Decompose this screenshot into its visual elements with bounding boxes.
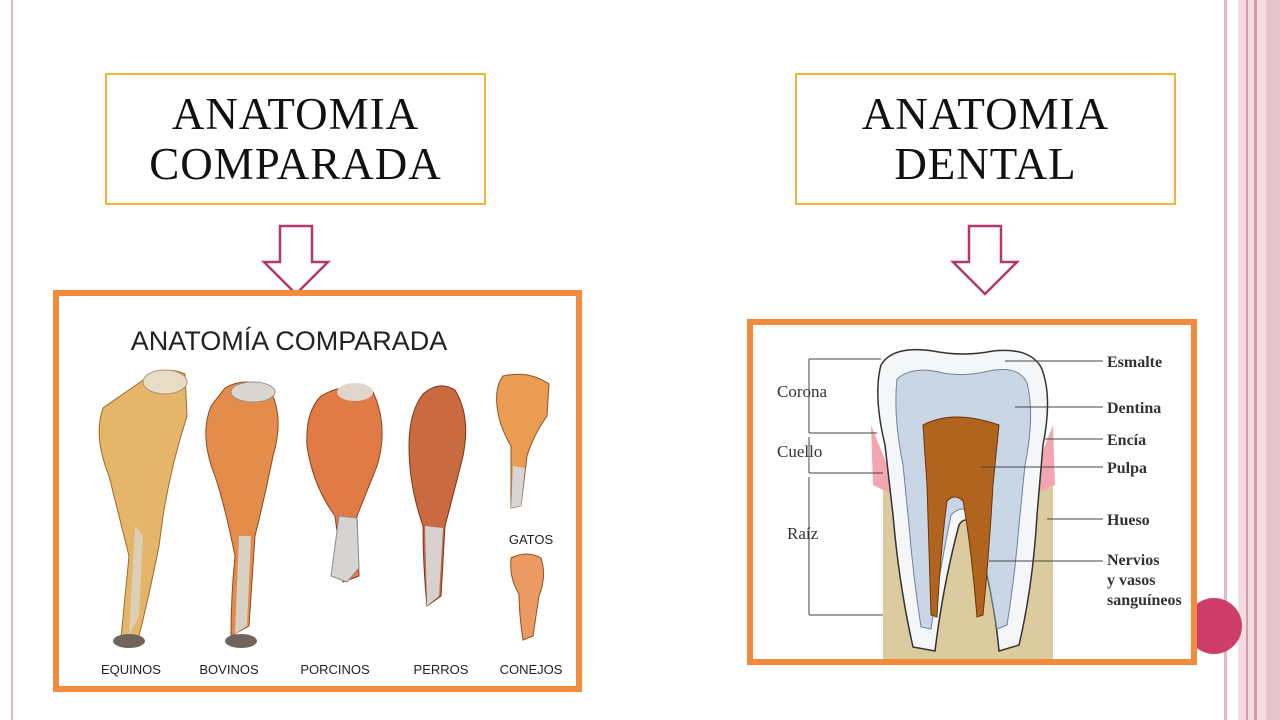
animal-label-gatos: GATOS xyxy=(509,532,554,547)
rabbit-limb-illustration xyxy=(510,553,545,641)
left-title-line-1: ANATOMIA xyxy=(171,89,420,139)
right-title-box: ANATOMIA DENTAL xyxy=(795,73,1176,205)
animal-label-conejos: CONEJOS xyxy=(500,662,563,677)
cattle-limb-illustration xyxy=(205,381,279,648)
right-border-stripe-4 xyxy=(1254,0,1257,720)
dental-label-nervios: Nervios xyxy=(1107,552,1159,569)
right-down-arrow-icon xyxy=(949,224,1021,296)
right-title-line-2: DENTAL xyxy=(894,139,1077,189)
left-down-arrow-icon xyxy=(260,224,332,296)
pulp-area xyxy=(922,416,1000,618)
gum-area xyxy=(871,425,893,495)
dental-label-encia: Encía xyxy=(1107,432,1146,449)
dental-label-sanguineos: sanguíneos xyxy=(1107,592,1182,609)
dental-anatomy-image: Corona Cuello Raíz Esmalte Dentina Encía… xyxy=(747,319,1197,665)
animal-label-perros: PERROS xyxy=(414,662,469,677)
animal-label-porcinos: PORCINOS xyxy=(300,662,370,677)
dental-label-pulpa: Pulpa xyxy=(1107,460,1147,477)
cat-limb-illustration xyxy=(496,373,550,509)
right-title-line-1: ANATOMIA xyxy=(861,89,1110,139)
dental-label-esmalte: Esmalte xyxy=(1107,354,1162,371)
left-title-box: ANATOMIA COMPARADA xyxy=(105,73,486,205)
dental-label-dentina: Dentina xyxy=(1107,400,1161,417)
comparative-anatomy-image: ANATOMÍA COMPARADA xyxy=(53,290,582,692)
dental-label-cuello: Cuello xyxy=(777,442,822,461)
horse-limb-illustration xyxy=(98,369,188,648)
comparative-image-heading: ANATOMÍA COMPARADA xyxy=(131,326,448,356)
dental-label-raiz: Raíz xyxy=(787,524,819,543)
left-title-line-2: COMPARADA xyxy=(149,139,442,189)
dental-label-corona: Corona xyxy=(777,382,828,401)
right-border-stripe-5 xyxy=(1266,0,1280,720)
dental-label-hueso: Hueso xyxy=(1107,512,1150,529)
right-border-stripe-1 xyxy=(1224,0,1227,720)
left-edge-line xyxy=(11,0,13,720)
animal-label-bovinos: BOVINOS xyxy=(199,662,259,677)
pig-limb-illustration xyxy=(306,383,383,583)
right-border-stripe-3 xyxy=(1246,0,1248,720)
dog-limb-illustration xyxy=(408,385,467,607)
animal-label-equinos: EQUINOS xyxy=(101,662,161,677)
dental-label-vasos: y vasos xyxy=(1107,572,1155,589)
